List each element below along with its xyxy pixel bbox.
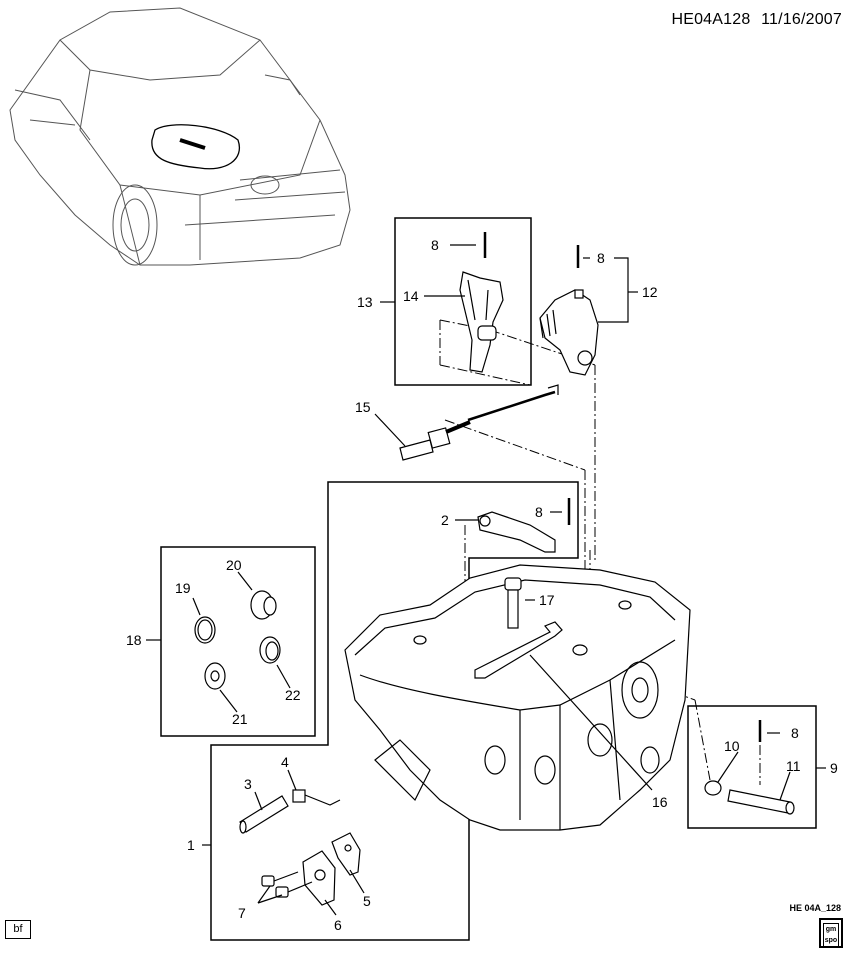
callout-1: 1 <box>187 837 195 853</box>
callout-9: 9 <box>830 760 838 776</box>
pins-part-8 <box>483 232 762 742</box>
callout-8-group9: 8 <box>791 725 799 741</box>
part-21-washer <box>204 662 226 690</box>
footer-code: HE 04A_128 <box>789 903 841 913</box>
callout-21: 21 <box>232 711 248 727</box>
gm-spo-logo: gm spo <box>819 918 843 948</box>
callout-4: 4 <box>281 754 289 770</box>
callout-10: 10 <box>724 738 740 754</box>
callout-2: 2 <box>441 512 449 528</box>
part-12-detent-sector <box>539 289 599 376</box>
part-20-bushing <box>250 590 277 620</box>
part-14-shift-lever <box>459 271 504 373</box>
vehicle-illustration <box>9 7 351 266</box>
callout-8-sector: 8 <box>597 250 605 266</box>
callout-19: 19 <box>175 580 191 596</box>
callout-5: 5 <box>363 893 371 909</box>
callout-17: 17 <box>539 592 555 608</box>
transmission-case <box>344 564 691 831</box>
callout-3: 3 <box>244 776 252 792</box>
diagram-date: 11/16/2007 <box>761 11 842 28</box>
callout-18: 18 <box>126 632 142 648</box>
part-11-shaft <box>727 789 795 815</box>
callout-8-bracket: 8 <box>535 504 543 520</box>
callout-20: 20 <box>226 557 242 573</box>
group-box-9 <box>687 705 817 829</box>
part-4-clip <box>292 789 341 806</box>
part-6-cover <box>302 850 336 906</box>
callout-labels: 8 14 13 8 12 15 2 8 17 16 18 19 20 21 22… <box>126 237 838 933</box>
logo-text: gm spo <box>823 923 839 947</box>
part-2-bracket <box>477 511 556 553</box>
note-box: bf <box>5 920 31 939</box>
callout-7: 7 <box>238 905 246 921</box>
callout-16: 16 <box>652 794 668 810</box>
part-3-pin <box>239 795 289 834</box>
callout-11: 11 <box>786 758 801 774</box>
callout-22: 22 <box>285 687 301 703</box>
part-5-gasket <box>331 832 361 876</box>
callout-13: 13 <box>357 294 373 310</box>
group-boxes <box>160 217 817 941</box>
part-17-bolt <box>504 577 522 629</box>
group-box-18 <box>160 546 316 737</box>
part-15-shift-rod <box>399 384 559 461</box>
diagram-code: HE04A128 <box>671 11 751 28</box>
leader-lines <box>146 244 826 916</box>
part-7-bolts <box>261 871 313 898</box>
part-16-plate <box>474 621 563 679</box>
callout-6: 6 <box>334 917 342 933</box>
part-22-seal <box>259 636 281 664</box>
part-10-bushing <box>704 780 722 796</box>
group-box-1 <box>210 481 579 941</box>
callout-8-top: 8 <box>431 237 439 253</box>
callout-15: 15 <box>355 399 371 415</box>
part-19-oring <box>194 616 216 644</box>
callout-14: 14 <box>403 288 419 304</box>
diagram-header: HE04A128 11/16/2007 <box>665 11 842 29</box>
callout-12: 12 <box>642 284 658 300</box>
